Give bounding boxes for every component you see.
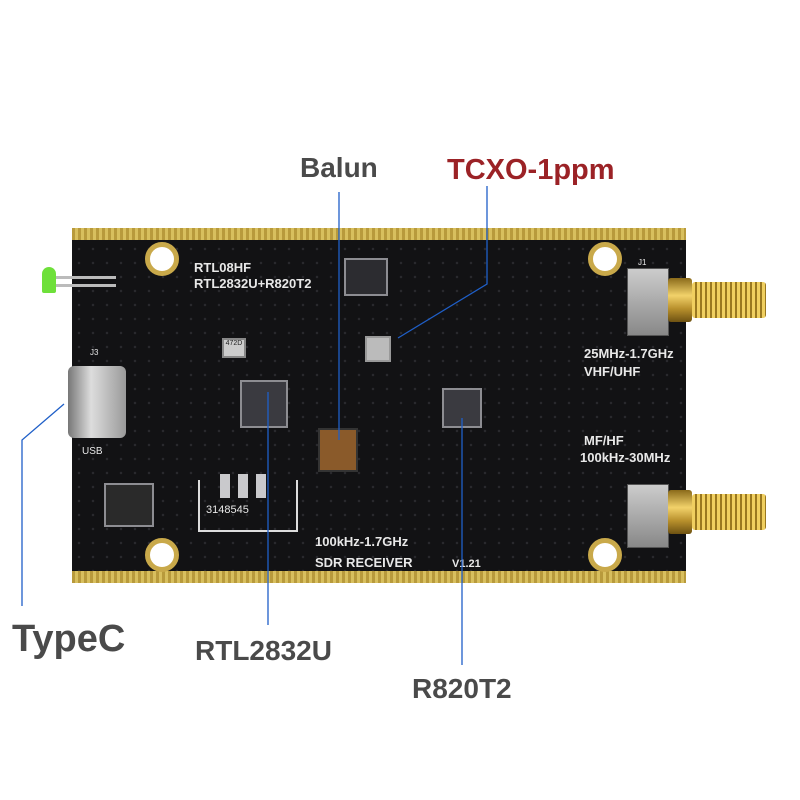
silk-hf-range: 100kHz-30MHz [580, 450, 671, 465]
sma-base-j1 [627, 268, 669, 336]
tcxo-component [365, 336, 391, 362]
silk-j1: J1 [638, 258, 647, 267]
silk-version: V1.21 [452, 558, 481, 570]
mount-hole [588, 242, 622, 276]
gold-edge-bottom [72, 571, 686, 583]
callout-balun: Balun [300, 152, 378, 183]
pcb-board: RTL08HF RTL2832U+R820T2 25MHz-1.7GHz VHF… [68, 228, 686, 583]
led-lead [56, 276, 116, 279]
silk-chips: RTL2832U+R820T2 [194, 276, 312, 291]
voltage-regulator [104, 483, 154, 527]
inductor-472d: 472D [222, 338, 246, 358]
silk-hf-band: MF/HF [584, 433, 624, 448]
mount-hole [588, 538, 622, 572]
led-lead [56, 284, 116, 287]
balun-transformer [318, 428, 358, 472]
silk-model: RTL08HF [194, 260, 252, 275]
sma-base-j4 [627, 484, 669, 548]
silk-vhf-band: VHF/UHF [584, 364, 641, 379]
silk-j3: J3 [90, 348, 99, 357]
sma-connector-vhf [668, 278, 692, 322]
silk-name: SDR RECEIVER [315, 555, 413, 570]
sma-connector-hf [668, 490, 692, 534]
rtl2832u-chip [240, 380, 288, 428]
silk-outline [198, 480, 298, 532]
gold-edge-top [72, 228, 686, 240]
usb-c-port [68, 366, 126, 438]
silk-vhf-range: 25MHz-1.7GHz [584, 346, 674, 361]
inductor-mark: 472D [225, 340, 243, 347]
mount-hole [145, 242, 179, 276]
header-pad [256, 474, 266, 498]
silk-freq: 100kHz-1.7GHz [315, 534, 409, 549]
sma-thread-vhf [692, 282, 766, 318]
header-pad [238, 474, 248, 498]
silk-usb: USB [82, 446, 103, 457]
mount-hole [145, 538, 179, 572]
tcxo-line [397, 186, 488, 339]
header-pad [220, 474, 230, 498]
led-indicator [42, 267, 56, 293]
callout-typec: TypeC [12, 618, 126, 660]
typec-line [21, 403, 65, 606]
sma-thread-hf [692, 494, 766, 530]
callout-rtl2832u: RTL2832U [195, 635, 332, 666]
u2-eeprom-chip [344, 258, 388, 296]
callout-tcxo: TCXO-1ppm [447, 154, 615, 186]
callout-r820t2: R820T2 [412, 673, 512, 704]
silk-code: 3148545 [206, 504, 249, 516]
